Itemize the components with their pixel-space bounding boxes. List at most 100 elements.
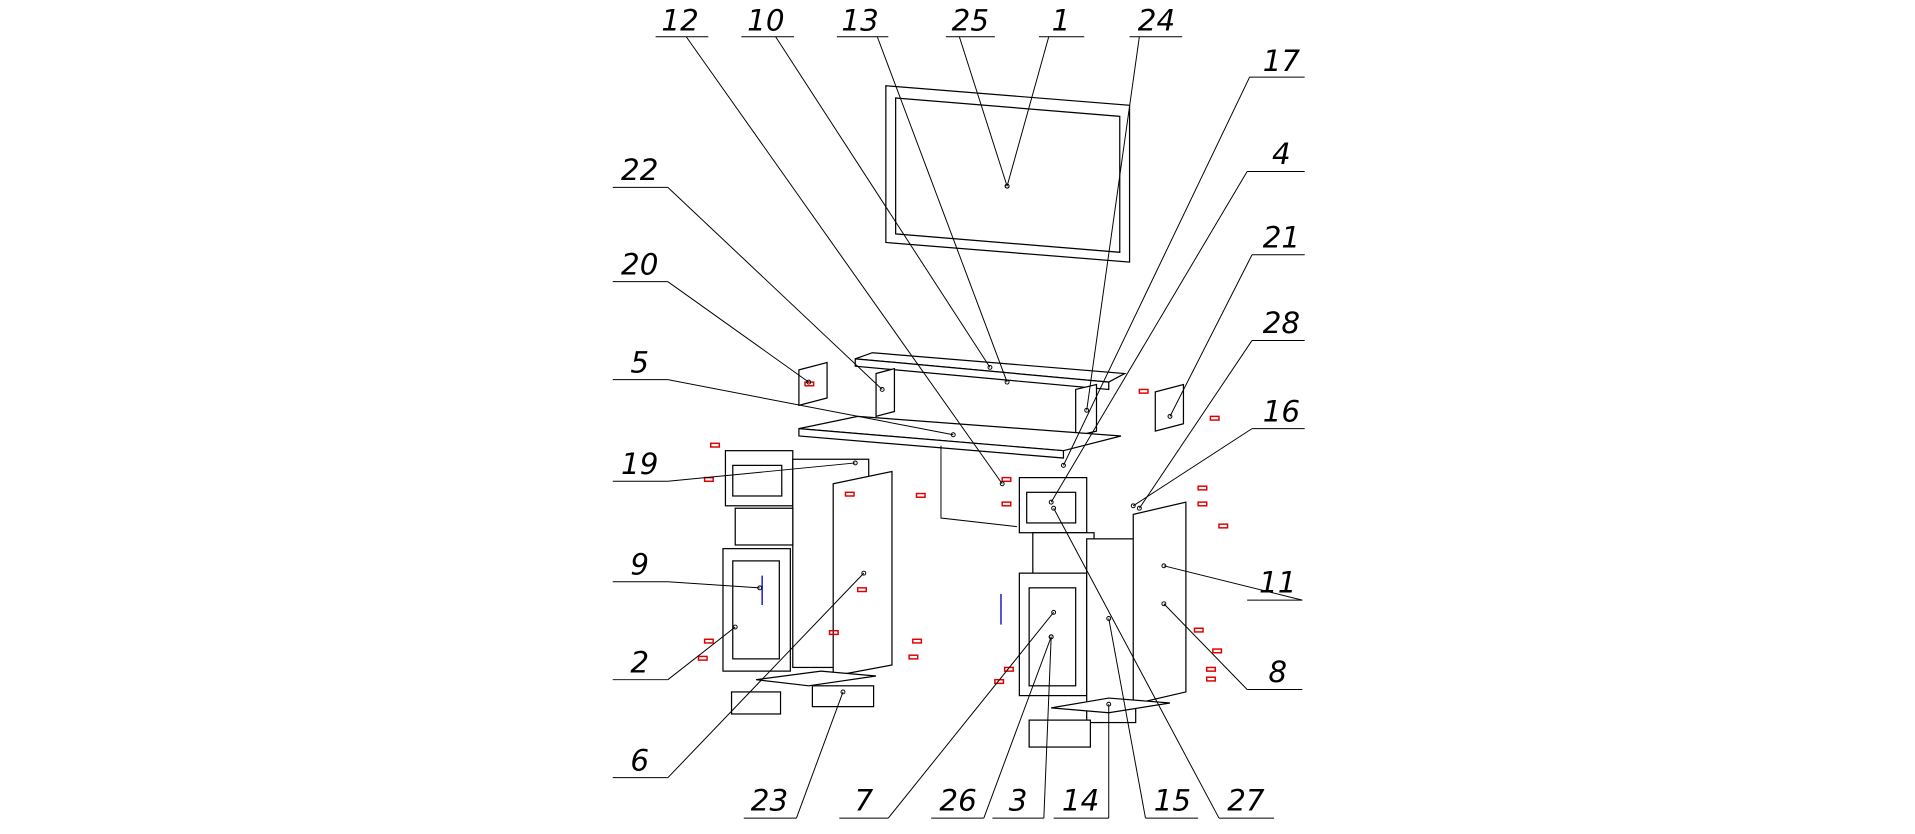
leader-dot [1004,183,1010,189]
callout-label: 26 [939,784,976,818]
leader-dot [732,624,738,630]
callout-label: 8 [1268,655,1287,689]
leader-dot [999,481,1005,487]
callout-9: 9 [612,547,763,591]
fastener-icon [804,381,815,387]
leader-dot [1106,616,1112,621]
leader-dot [1048,499,1054,505]
callout-24: 24 [1084,4,1183,413]
callout-label: 21 [1263,220,1300,254]
callout-17: 17 [1060,44,1305,468]
callout-28: 28 [1136,306,1305,511]
leader-dot [1136,505,1142,511]
callout-label: 25 [952,4,989,38]
callout-20: 20 [612,247,812,385]
leader-line [1050,171,1248,503]
fastener-icon [697,655,708,661]
callout-label: 27 [1227,784,1265,818]
leader-dot [1060,462,1066,468]
fastener-icon [912,638,923,644]
leader-dot [1167,413,1173,419]
callout-16: 16 [1130,394,1305,509]
right-pedestal [1000,477,1187,748]
callout-13: 13 [836,4,1010,385]
leader-dot [987,364,993,370]
callout-14: 14 [1053,701,1112,819]
fastener-icon [1218,523,1229,529]
leader-dot [1004,379,1010,385]
callout-label: 28 [1263,306,1300,340]
leader-line [1132,428,1253,507]
callout-label: 2 [630,645,649,679]
leader-dot [1161,563,1167,569]
callout-label: 1 [1052,4,1071,38]
callout-label: 4 [1272,137,1291,171]
leader-dot [1106,701,1112,707]
callout-15: 15 [1106,616,1199,819]
fastener-icon [1138,388,1149,394]
leader-line [1086,36,1140,411]
leader-line [1053,508,1220,819]
leader-line [1138,340,1253,509]
callout-10: 10 [741,4,993,370]
leader-dot [1048,634,1054,640]
fastener-icon [1197,501,1208,507]
fastener-icon [844,491,855,497]
callout-label: 20 [621,247,658,281]
leader-dot [950,432,956,438]
leader-dot [840,689,846,695]
fastener-icon [915,492,926,498]
fastener-icon [828,629,839,636]
leader-line [1163,565,1303,601]
callout-label: 22 [621,153,658,187]
leader-dot [806,379,812,385]
leader-line [667,187,883,390]
leader-dot [879,386,885,392]
callout-label: 17 [1263,44,1301,78]
callout-8: 8 [1161,601,1303,690]
tabletop [798,415,1122,528]
leader-line [667,626,736,681]
leader-line [795,691,844,819]
fastener-icon [1205,676,1217,682]
leader-line [685,36,1003,485]
fastener-icon [1193,627,1204,633]
callout-1: 1 [1004,4,1085,189]
leader-dot [1051,609,1057,615]
callout-label: 13 [841,4,878,38]
leader-dot [1130,503,1136,509]
callout-label: 14 [1062,784,1099,818]
callout-label: 16 [1263,394,1300,428]
callout-4: 4 [1048,137,1305,505]
leader-line [667,281,809,383]
callout-22: 22 [612,153,885,392]
callout-label: 12 [661,4,698,38]
callout-label: 19 [621,447,658,481]
fastener-icon [1205,666,1217,672]
fastener-icon [703,638,714,644]
callout-label: 23 [751,784,788,818]
fastener-icon [1001,501,1012,507]
leader-line [1043,636,1052,819]
leader-line [775,36,991,368]
left-pedestal [722,450,893,715]
callout-label: 3 [1009,784,1028,818]
mirror [885,85,1131,263]
callout-5: 5 [612,345,956,438]
callout-label: 6 [630,743,649,777]
callout-7: 7 [839,609,1057,819]
leader-dot [1051,505,1057,511]
leader-dot [1084,407,1090,413]
fastener-icon [908,654,919,660]
fastener-icon [1209,415,1220,421]
callout-label: 15 [1154,784,1191,818]
callout-label: 5 [630,345,649,379]
leader-line [1108,618,1146,819]
leader-line [983,636,1052,819]
leader-line [1062,76,1251,466]
callout-12: 12 [655,4,1005,487]
leader-line [1006,36,1050,187]
callout-23: 23 [743,689,846,819]
